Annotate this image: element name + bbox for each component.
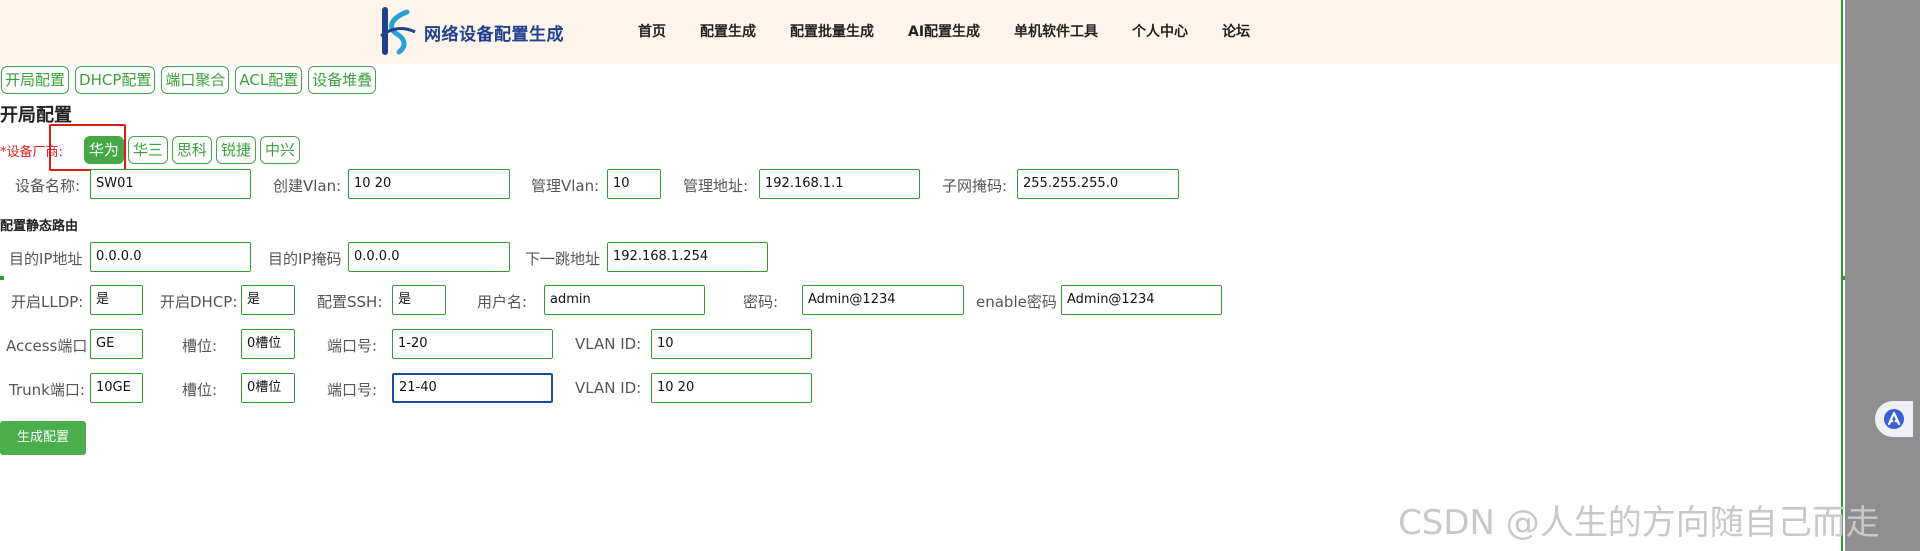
- vendor-huawei[interactable]: 华为: [83, 136, 124, 164]
- dst-ip-input[interactable]: 0.0.0.0: [90, 242, 251, 272]
- lldp-select[interactable]: 是: [90, 285, 143, 315]
- ssh-label: 配置SSH:: [317, 293, 383, 311]
- trunk-port-type-select[interactable]: 10GE: [90, 373, 143, 403]
- username-label: 用户名:: [477, 293, 528, 311]
- page-title: 开局配置: [0, 105, 72, 126]
- generate-config-button[interactable]: 生成配置: [0, 421, 86, 455]
- vendor-selector: *设备厂商: 华为 华三 思科 锐捷 中兴: [0, 134, 304, 166]
- tab-dhcp[interactable]: DHCP配置: [75, 66, 156, 94]
- trunk-port-number-label: 端口号:: [327, 381, 378, 399]
- mgmt-addr-label: 管理地址:: [683, 177, 749, 195]
- nav-batch-gen[interactable]: 配置批量生成: [790, 24, 874, 40]
- create-vlan-input[interactable]: 10 20: [348, 169, 510, 199]
- nav-home[interactable]: 首页: [638, 24, 666, 40]
- enable-password-label: enable密码: [976, 293, 1057, 311]
- trunk-port-row: Trunk端口: 10GE 槽位: 0槽位 端口号: 21-40 VLAN ID…: [0, 373, 1843, 405]
- vendor-ruijie[interactable]: 锐捷: [215, 136, 256, 164]
- mgmt-vlan-input[interactable]: 10: [607, 169, 661, 199]
- access-slot-select[interactable]: 0槽位: [241, 329, 295, 359]
- dst-ip-label: 目的IP地址: [9, 250, 83, 268]
- trunk-vlan-label: VLAN ID:: [575, 379, 642, 397]
- mgmt-addr-input[interactable]: 192.168.1.1: [759, 169, 920, 199]
- nav-config-gen[interactable]: 配置生成: [700, 24, 756, 40]
- assistant-button[interactable]: [1875, 401, 1913, 437]
- services-row: 开启LLDP: 是 开启DHCP: 是 配置SSH: 是 用户名: admin …: [0, 285, 1843, 317]
- static-route-heading: 配置静态路由: [0, 219, 79, 234]
- vendor-cisco[interactable]: 思科: [171, 136, 212, 164]
- vendor-label: *设备厂商:: [0, 144, 63, 160]
- access-vlan-label: VLAN ID:: [575, 335, 642, 353]
- config-tabs: 开局配置 DHCP配置 端口聚合 ACL配置 设备堆叠: [1, 66, 377, 94]
- vendor-zte[interactable]: 中兴: [259, 136, 300, 164]
- basic-settings-row: 设备名称: SW01 创建Vlan: 10 20 管理Vlan: 10 管理地址…: [0, 169, 1843, 201]
- static-route-row: 目的IP地址 0.0.0.0 目的IP掩码 0.0.0.0 下一跳地址 192.…: [0, 242, 1843, 274]
- access-slot-label: 槽位:: [182, 337, 218, 355]
- ssh-select[interactable]: 是: [392, 285, 446, 315]
- username-input[interactable]: admin: [544, 285, 705, 315]
- nav-profile[interactable]: 个人中心: [1132, 24, 1189, 40]
- dst-mask-input[interactable]: 0.0.0.0: [348, 242, 510, 272]
- access-port-number-label: 端口号:: [327, 337, 378, 355]
- subnet-input[interactable]: 255.255.255.0: [1017, 169, 1179, 199]
- device-name-label: 设备名称:: [15, 177, 81, 195]
- vendor-h3c[interactable]: 华三: [127, 136, 168, 164]
- assistant-icon: [1884, 409, 1904, 429]
- mgmt-vlan-label: 管理Vlan:: [531, 177, 600, 195]
- nav-ai-gen[interactable]: AI配置生成: [908, 24, 981, 40]
- top-header: 网络设备配置生成 首页 配置生成 配置批量生成 AI配置生成 单机软件工具 个人…: [0, 0, 1843, 64]
- trunk-slot-select[interactable]: 0槽位: [241, 373, 295, 403]
- watermark: CSDN @人生的方向随自己而走: [1398, 503, 1880, 543]
- tab-initial-config[interactable]: 开局配置: [1, 66, 70, 94]
- tab-port-aggregation[interactable]: 端口聚合: [161, 66, 230, 94]
- logo-icon: [380, 7, 416, 55]
- tab-stacking[interactable]: 设备堆叠: [308, 66, 377, 94]
- trunk-port-number-input[interactable]: 21-40: [392, 373, 553, 403]
- page-edge-marker: [0, 276, 4, 280]
- dhcp-label: 开启DHCP:: [160, 293, 238, 311]
- access-port-row: Access端口 GE 槽位: 0槽位 端口号: 1-20 VLAN ID: 1…: [0, 329, 1843, 361]
- subnet-label: 子网掩码:: [942, 177, 1008, 195]
- main-nav: 首页 配置生成 配置批量生成 AI配置生成 单机软件工具 个人中心 论坛: [638, 21, 1284, 41]
- access-port-number-input[interactable]: 1-20: [392, 329, 553, 359]
- site-title[interactable]: 网络设备配置生成: [424, 25, 564, 45]
- browser-side-panel: [1845, 0, 1920, 551]
- tab-acl[interactable]: ACL配置: [235, 66, 303, 94]
- device-name-input[interactable]: SW01: [90, 169, 251, 199]
- next-hop-input[interactable]: 192.168.1.254: [607, 242, 768, 272]
- trunk-vlan-input[interactable]: 10 20: [651, 373, 812, 403]
- dhcp-select[interactable]: 是: [241, 285, 295, 315]
- password-label: 密码:: [743, 293, 779, 311]
- trunk-slot-label: 槽位:: [182, 381, 218, 399]
- nav-tools[interactable]: 单机软件工具: [1014, 24, 1099, 40]
- password-input[interactable]: Admin@1234: [802, 285, 964, 315]
- highlight-box: [49, 124, 126, 171]
- access-vlan-input[interactable]: 10: [651, 329, 812, 359]
- nav-forum[interactable]: 论坛: [1222, 24, 1251, 40]
- next-hop-label: 下一跳地址: [525, 250, 601, 268]
- lldp-label: 开启LLDP:: [11, 293, 84, 311]
- enable-password-input[interactable]: Admin@1234: [1061, 285, 1222, 315]
- access-port-label: Access端口: [6, 337, 88, 355]
- dst-mask-label: 目的IP掩码: [268, 250, 342, 268]
- access-port-type-select[interactable]: GE: [90, 329, 143, 359]
- create-vlan-label: 创建Vlan:: [273, 177, 342, 195]
- trunk-port-label: Trunk端口:: [9, 381, 85, 399]
